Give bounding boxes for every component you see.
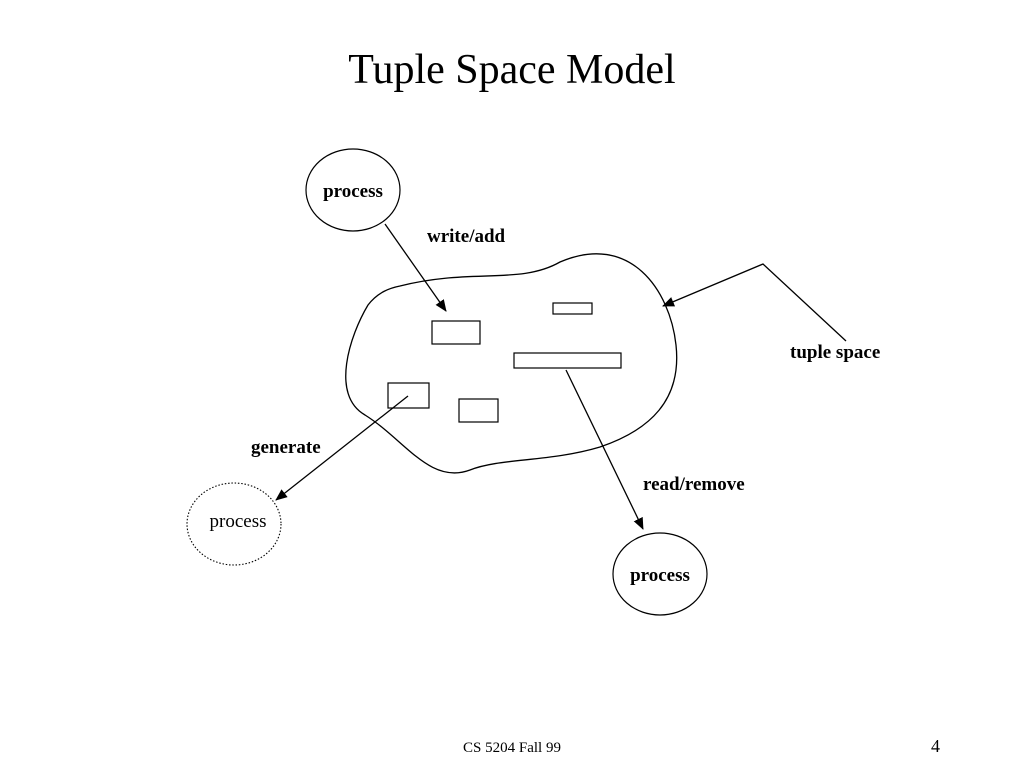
tuple-rect <box>513 352 622 369</box>
read-label: read/remove <box>643 474 745 495</box>
slide-title: Tuple Space Model <box>348 47 676 93</box>
process-label-reader: process <box>630 565 690 586</box>
process-node-writer <box>305 148 401 232</box>
tuple-space-label: tuple space <box>790 342 880 363</box>
write-arrow <box>384 223 447 312</box>
process-node-reader <box>612 532 708 616</box>
read-arrow <box>565 369 644 530</box>
page-number: 4 <box>931 736 940 756</box>
tuple-rect <box>552 302 593 315</box>
tuple-rect <box>458 398 499 423</box>
write-label: write/add <box>427 226 506 247</box>
generate-arrow <box>275 395 409 501</box>
process-label-generated: process <box>210 511 267 532</box>
tuple-rect <box>387 382 430 409</box>
process-node-generated <box>186 482 282 566</box>
tuple-rect <box>431 320 481 345</box>
generate-label: generate <box>251 437 321 458</box>
slide-footer: CS 5204 Fall 99 <box>463 740 561 756</box>
tuple-space-region <box>345 253 678 474</box>
process-label-writer: process <box>323 181 383 202</box>
tuple-space-pointer <box>662 263 847 342</box>
